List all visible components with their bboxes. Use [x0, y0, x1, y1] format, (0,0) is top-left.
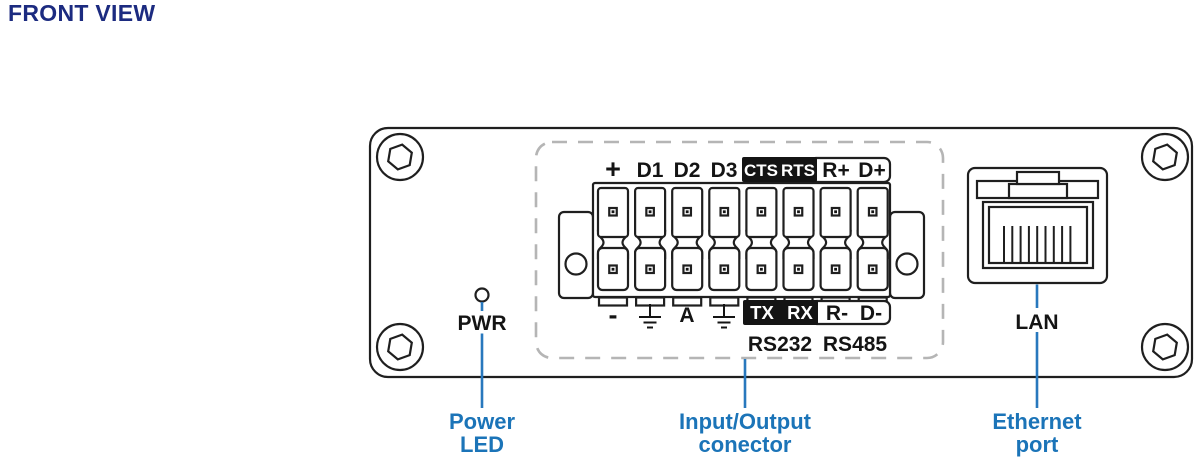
- pin-hole-center: [797, 210, 800, 214]
- screw-hex-icon: [1152, 143, 1178, 171]
- rs232-top-chip: [742, 157, 817, 182]
- screw-hex-icon: [1152, 333, 1178, 361]
- lan-label: LAN: [1015, 311, 1058, 334]
- pin-hole-center: [722, 267, 726, 271]
- terminal-label-d3: D3: [711, 159, 738, 182]
- pin-hole-center: [648, 267, 652, 271]
- connector-ear-left-hole: [564, 252, 588, 276]
- io-region-dashed-outline: [534, 140, 945, 360]
- ethernet-port: LAN: [966, 166, 1109, 334]
- pin-hole-center: [685, 210, 689, 214]
- terminal-label-plus: +: [605, 154, 621, 184]
- rs485-label: RS485: [823, 333, 888, 356]
- terminal-foot: [672, 296, 703, 307]
- page-title: FRONT VIEW: [8, 0, 156, 26]
- terminal-label-rplus: R+: [822, 159, 849, 182]
- pin-hole-center: [611, 210, 615, 214]
- terminal-label-a: A: [679, 304, 694, 327]
- callout-ethernet-port: Ethernet port: [992, 409, 1082, 457]
- power-led: [474, 287, 490, 303]
- ground-icon: [639, 304, 661, 329]
- callout-power-led: Power LED: [448, 409, 516, 457]
- pin-hole-center: [834, 210, 837, 214]
- rs232-label: RS232: [748, 333, 812, 356]
- screw-hex-icon: [387, 143, 413, 171]
- pin-hole-center: [871, 210, 875, 214]
- connector-body: [591, 181, 892, 299]
- connector-ear-right-hole: [895, 252, 919, 276]
- terminal-label-d2: D2: [674, 159, 701, 182]
- terminal-foot: [597, 296, 629, 307]
- terminal-label-dminus: D-: [860, 302, 882, 325]
- pin-hole-center: [871, 267, 875, 271]
- pin-hole-center: [611, 267, 615, 271]
- callout-io-connector: Input/Output conector: [679, 409, 811, 457]
- terminal-label-rx: RX: [787, 302, 813, 323]
- pwr-label: PWR: [458, 312, 507, 335]
- terminal-label-minus: -: [609, 300, 618, 330]
- rs232-bottom-chip: [743, 300, 818, 325]
- rj45-latch-upper: [1015, 170, 1061, 186]
- pin-hole-center: [834, 267, 837, 271]
- terminal-label-dplus: D+: [858, 159, 885, 182]
- pin-hole-center: [685, 267, 689, 271]
- terminal-label-cts: CTS: [744, 161, 778, 180]
- io-connector: + D1 D2 D3 CTS RTS R+ D+ - A TX RX R- D-…: [557, 154, 926, 356]
- pin-hole-center: [797, 267, 800, 271]
- screw-hex-icon: [387, 333, 413, 361]
- pin-hole-center: [648, 210, 652, 214]
- terminal-label-d1: D1: [637, 159, 664, 182]
- terminal-label-tx: TX: [750, 302, 774, 323]
- rj45-pins: [1003, 226, 1072, 264]
- corner-screws: [375, 132, 1190, 372]
- terminal-label-rts: RTS: [781, 161, 815, 180]
- pin-hole-center: [760, 267, 763, 271]
- terminal-columns: [596, 186, 889, 307]
- pin-hole-center: [722, 210, 726, 214]
- rj45-latch-lower: [1007, 182, 1069, 200]
- ground-icon: [713, 304, 735, 329]
- terminal-label-rminus: R-: [826, 302, 848, 325]
- pin-hole-center: [760, 210, 763, 214]
